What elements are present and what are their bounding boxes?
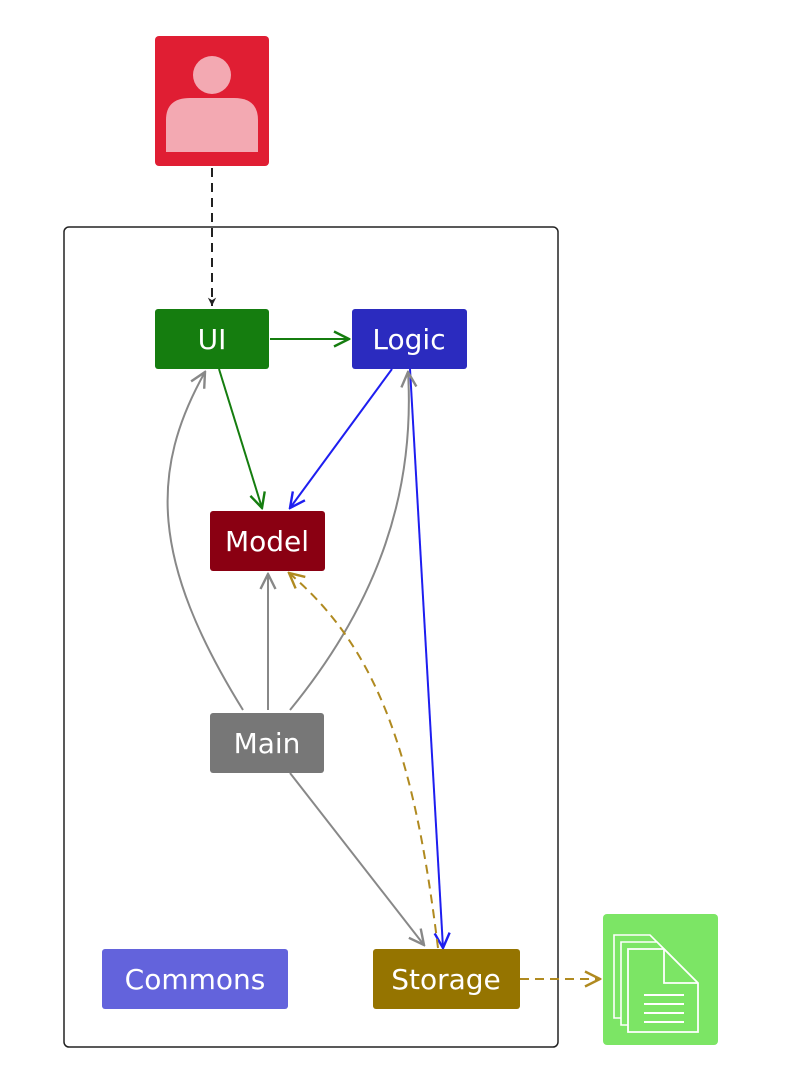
main-box: [210, 713, 324, 773]
commons-box: [102, 949, 288, 1009]
storage-box: [373, 949, 520, 1009]
system-boundary: [63, 226, 559, 1048]
main-component: Main: [210, 713, 324, 773]
commons-label: Commons: [125, 963, 266, 996]
logic-to-model-arrow: [290, 368, 393, 508]
logic-box: [352, 309, 467, 369]
ui-to-model-arrow: [218, 368, 262, 508]
main-to-logic-arrow: [289, 372, 409, 711]
file-storage-icon: [603, 914, 718, 1045]
ui-component: UI: [155, 309, 269, 369]
model-label: Model: [225, 525, 309, 558]
logic-component: Logic: [352, 309, 467, 369]
main-to-storage-arrow: [289, 772, 424, 945]
ui-label: UI: [198, 323, 227, 356]
ui-box: [155, 309, 269, 369]
main-to-ui-arrow: [166, 372, 244, 711]
user-actor-icon: [155, 36, 269, 166]
model-component: Model: [210, 511, 325, 571]
main-label: Main: [234, 727, 301, 760]
commons-component: Commons: [102, 949, 288, 1009]
storage-label: Storage: [391, 963, 501, 996]
storage-component: Storage: [373, 949, 520, 1009]
logic-to-storage-arrow: [409, 368, 443, 948]
storage-to-model-arrow: [289, 573, 439, 949]
logic-label: Logic: [372, 323, 445, 356]
model-box: [210, 511, 325, 571]
